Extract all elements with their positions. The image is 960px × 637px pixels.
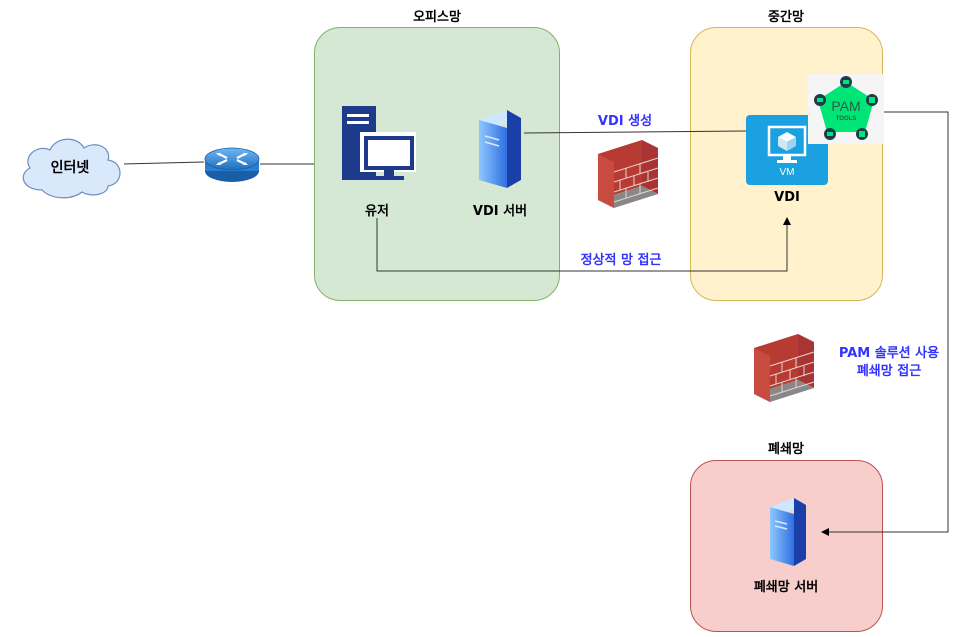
normal-access-path	[376, 217, 791, 272]
vdi-server-node	[475, 108, 525, 190]
pam-title-text: PAM	[831, 98, 860, 114]
vm-badge: VM	[779, 167, 795, 178]
internet-label: 인터넷	[50, 160, 90, 176]
workstation-icon	[342, 106, 416, 180]
mid-zone-title: 중간망	[768, 10, 804, 25]
pam-tools-node: PAM TOOLS	[808, 74, 884, 144]
pam-access-path	[821, 111, 949, 536]
closed-server-node	[766, 496, 810, 568]
server-icon	[770, 498, 806, 566]
normal-access-label: 정상적 망 접근	[580, 253, 662, 268]
firewall-icon	[598, 140, 659, 208]
router-icon	[204, 147, 260, 182]
router-node	[203, 144, 261, 184]
firewall-top-node	[596, 136, 660, 208]
pam-tools-icon: PAM TOOLS	[814, 76, 878, 140]
pam-access-label: PAM 솔루션 사용 폐쇄망 접근	[826, 345, 952, 381]
vm-icon	[767, 125, 807, 163]
server-icon	[479, 110, 521, 188]
closed-server-label: 폐쇄망 서버	[753, 580, 819, 595]
cloud-icon	[22, 138, 121, 199]
pam-access-line2: 폐쇄망 접근	[856, 364, 922, 379]
internet-router-line	[123, 161, 205, 165]
pam-access-line1: PAM 솔루션 사용	[838, 346, 940, 361]
internet-node: 인터넷	[12, 130, 128, 202]
firewall-icon	[754, 334, 815, 402]
user-node	[340, 106, 418, 182]
user-label: 유저	[365, 204, 389, 219]
office-zone-title: 오피스망	[413, 10, 461, 25]
vdi-label: VDI	[774, 190, 800, 205]
firewall-bottom-node	[752, 330, 816, 402]
closed-zone-title: 폐쇄망	[768, 442, 804, 457]
vdi-create-label: VDI 생성	[597, 114, 653, 129]
vdi-create-line	[523, 130, 747, 134]
pam-subtitle-text: TOOLS	[836, 116, 857, 122]
vdi-server-label: VDI 서버	[472, 204, 528, 219]
